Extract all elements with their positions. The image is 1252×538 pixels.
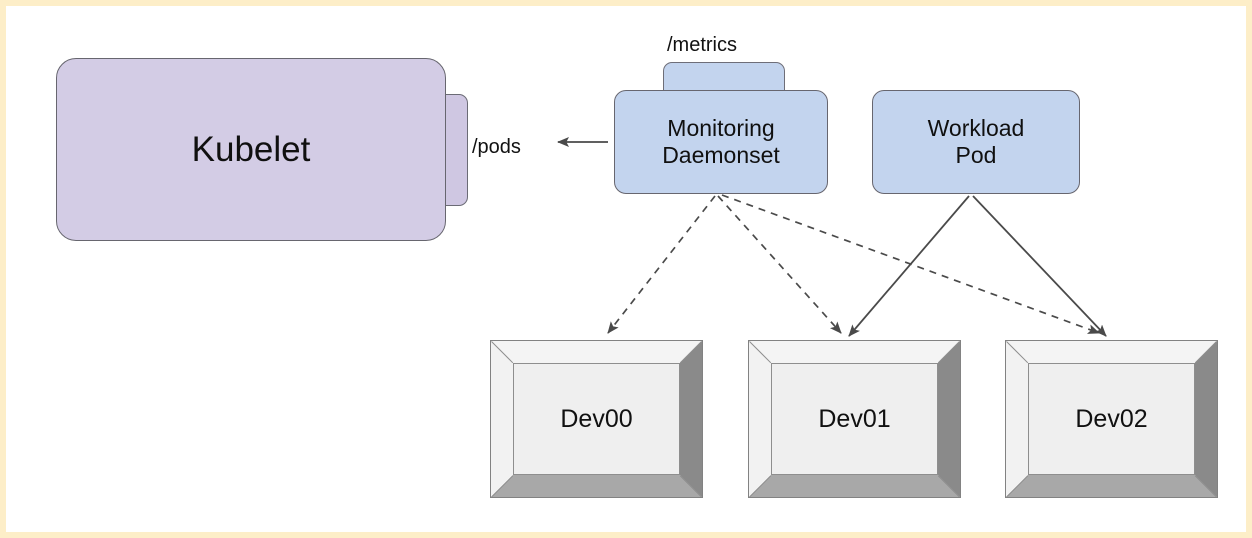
device-face: Dev00 [513, 363, 680, 475]
metrics-port-label: /metrics [667, 34, 737, 56]
device-face: Dev01 [771, 363, 938, 475]
pods-port-label: /pods [472, 136, 521, 158]
node-device-dev01[interactable]: Dev01 [748, 340, 961, 498]
node-monitoring-daemonset[interactable]: Monitoring Daemonset [614, 90, 828, 194]
node-workload-pod[interactable]: Workload Pod [872, 90, 1080, 194]
edge-monitoring-to-dev00 [607, 195, 716, 334]
node-monitoring-label-line1: Monitoring [667, 114, 775, 141]
diagram-canvas: Kubelet /pods /metrics Monitoring Daemon… [6, 6, 1246, 532]
connector-layer [557, 137, 1107, 337]
node-workload-label-line2: Pod [955, 142, 997, 168]
device-face: Dev02 [1028, 363, 1195, 475]
node-device-dev00[interactable]: Dev00 [490, 340, 703, 498]
edge-monitoring-to-dev01 [717, 195, 842, 334]
node-device-label: Dev02 [1075, 404, 1148, 433]
node-kubelet-label: Kubelet [191, 129, 311, 169]
node-monitoring-label-line2: Daemonset [662, 142, 780, 168]
node-device-label: Dev01 [818, 404, 891, 433]
edge-workload-to-dev01 [848, 195, 970, 337]
edge-workload-to-dev02 [972, 195, 1107, 337]
node-kubelet[interactable]: Kubelet [56, 58, 446, 241]
node-device-label: Dev00 [560, 404, 633, 433]
node-device-dev02[interactable]: Dev02 [1005, 340, 1218, 498]
node-workload-label-line1: Workload [927, 114, 1025, 141]
